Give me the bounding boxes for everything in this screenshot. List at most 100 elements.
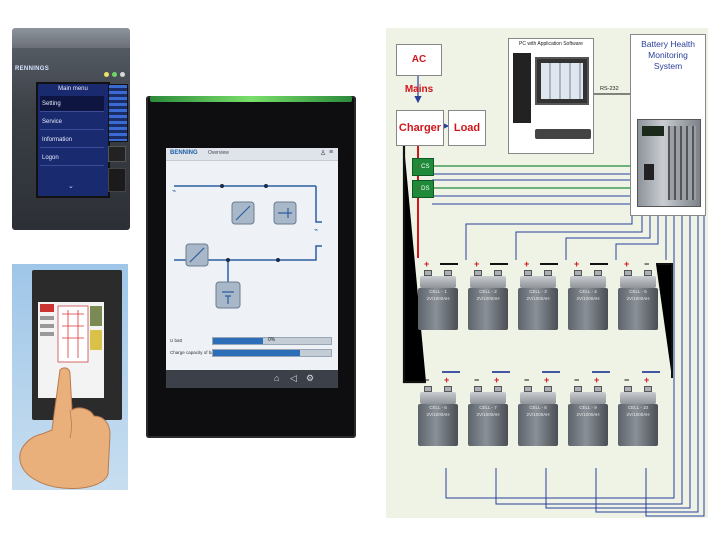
battery-monitoring-diagram: AC Mains Charger Load PC with Applicatio… bbox=[386, 28, 708, 518]
progress-bar bbox=[212, 349, 332, 357]
hmi-header-title: Overview bbox=[208, 150, 229, 156]
pc-tower bbox=[513, 53, 531, 123]
node-dot bbox=[226, 258, 230, 262]
touch-screen[interactable] bbox=[38, 302, 104, 398]
battery-cell: CELL - 7 2V/1000AH bbox=[468, 386, 508, 446]
bhms-switch bbox=[644, 164, 654, 180]
battery-cell: CELL - 8 2V/1000AH bbox=[518, 386, 558, 446]
minus-sign: − bbox=[524, 375, 530, 385]
minus-sign: − bbox=[594, 259, 600, 269]
minus-sign: − bbox=[644, 259, 650, 269]
charger-box: Charger bbox=[396, 110, 444, 146]
wire-top-to-bottom bbox=[656, 263, 673, 378]
battery-block bbox=[215, 281, 241, 309]
minus-sign: − bbox=[624, 375, 630, 385]
cell-label: CELL - 2 bbox=[479, 289, 497, 294]
chevron-down-icon: ⌄ bbox=[68, 183, 74, 190]
ui-block bbox=[40, 332, 54, 336]
connector-slot bbox=[108, 168, 126, 192]
ui-diagram-area bbox=[57, 305, 89, 363]
pc-label: PC with Application Software bbox=[519, 41, 583, 47]
cell-label: CELL - 1 bbox=[429, 289, 447, 294]
progress-bar: 0% bbox=[212, 337, 332, 345]
cell-label: CELL - 4 bbox=[579, 289, 597, 294]
output-symbol: ⌁ bbox=[314, 227, 318, 234]
menu-icon[interactable]: ≡ bbox=[329, 149, 334, 156]
hmi-screen: BENNING Overview ♙ ≡ ⌁ bbox=[166, 148, 338, 388]
cell-sublabel: 2V/1000AH bbox=[426, 412, 450, 417]
menu-item-logon[interactable]: Logon bbox=[40, 150, 104, 166]
status-led bbox=[104, 72, 109, 77]
settings-icon[interactable]: ⚙ bbox=[306, 373, 315, 383]
cell-label: CELL - 7 bbox=[479, 405, 497, 410]
sensor-arrow-icon: ↕ bbox=[416, 164, 420, 170]
battery-cell: CELL - 1 2V/1000AH bbox=[418, 270, 458, 330]
device-top-glow bbox=[150, 96, 352, 102]
cell-label: CELL - 8 bbox=[529, 405, 547, 410]
menu-item-setting[interactable]: Setting bbox=[40, 96, 104, 112]
minus-sign: − bbox=[494, 259, 500, 269]
cell-label: CELL - 10 bbox=[627, 405, 649, 410]
plus-sign: + bbox=[624, 259, 630, 269]
progress-fill bbox=[213, 338, 263, 344]
main-line bbox=[174, 245, 322, 261]
current-sensor-cs: ↕ CS bbox=[412, 158, 434, 176]
ui-panel bbox=[90, 330, 102, 350]
pc-keyboard bbox=[535, 129, 591, 139]
battery-symbol bbox=[222, 291, 234, 304]
menu-item-information[interactable]: Information bbox=[40, 132, 104, 148]
cell-label: CELL - 9 bbox=[579, 405, 597, 410]
minus-sign: − bbox=[574, 375, 580, 385]
progress-value: 0% bbox=[268, 337, 276, 343]
hmi-header: BENNING Overview ♙ ≡ bbox=[166, 148, 338, 161]
bhms-box: Battery Health Monitoring System bbox=[630, 34, 706, 216]
node-dot bbox=[264, 184, 268, 188]
cell-sublabel: 2V/1000AH bbox=[626, 412, 650, 417]
hmi-footer: ⌂ ◁ ⚙ bbox=[166, 370, 338, 388]
large-hmi-device: BENNING Overview ♙ ≡ ⌁ bbox=[146, 96, 356, 438]
plus-sign: + bbox=[474, 259, 480, 269]
sensor-label: CS bbox=[421, 164, 430, 170]
cell-sublabel: 2V/1000AH bbox=[426, 296, 450, 301]
hand-finger-icon bbox=[19, 367, 111, 489]
plus-sign: + bbox=[424, 259, 430, 269]
row-label: Charge capacity of batt bbox=[170, 350, 217, 355]
input-symbol: ⌁ bbox=[172, 188, 176, 195]
home-icon[interactable]: ⌂ bbox=[274, 373, 280, 383]
bypass-line bbox=[174, 185, 322, 223]
bhms-cards bbox=[668, 126, 696, 200]
plus-sign: + bbox=[524, 259, 530, 269]
ui-panel bbox=[90, 306, 102, 326]
cell-sublabel: 2V/1000AH bbox=[526, 412, 550, 417]
row-label: U batt bbox=[170, 338, 183, 343]
hmi-logo: BENNING bbox=[170, 150, 198, 156]
battery-cell: CELL - 4 2V/1000AH bbox=[568, 270, 608, 330]
bhms-display bbox=[642, 126, 664, 136]
back-icon[interactable]: ◁ bbox=[290, 373, 297, 383]
cell-sublabel: 2V/1000AH bbox=[576, 296, 600, 301]
inverter-symbol bbox=[189, 247, 205, 263]
rack-hmi-device: RENNINGS Main menu Setting Service Infor… bbox=[12, 28, 130, 230]
status-led bbox=[112, 72, 117, 77]
ui-block bbox=[40, 316, 54, 320]
progress-fill bbox=[213, 350, 301, 356]
user-icon[interactable]: ♙ bbox=[320, 150, 327, 157]
menu-item-service[interactable]: Service bbox=[40, 114, 104, 130]
plus-sign: + bbox=[574, 259, 580, 269]
ups-single-line-diagram: ⌁ ⌁ bbox=[172, 184, 322, 309]
sensor-label: DS bbox=[421, 186, 430, 192]
node-dot bbox=[276, 258, 280, 262]
network-ports bbox=[108, 84, 128, 142]
minus-sign: − bbox=[424, 375, 430, 385]
device-screen: Main menu Setting Service Information Lo… bbox=[36, 82, 110, 198]
plus-sign: + bbox=[444, 375, 450, 385]
pc-monitor bbox=[535, 57, 589, 105]
ui-lines bbox=[62, 310, 84, 358]
cell-sublabel: 2V/1000AH bbox=[476, 412, 500, 417]
pc-screen bbox=[541, 63, 583, 99]
pc-box: PC with Application Software bbox=[508, 38, 594, 154]
